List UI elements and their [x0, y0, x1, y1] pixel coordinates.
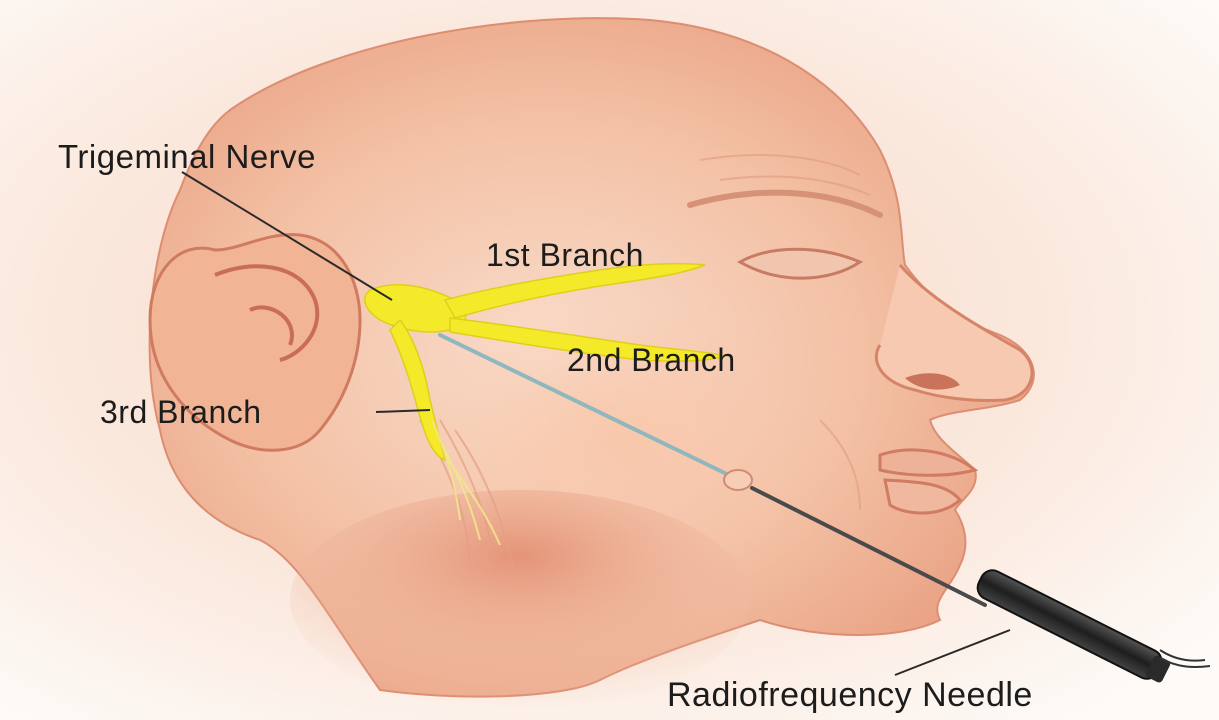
label-trigeminal-nerve: Trigeminal Nerve [58, 140, 316, 173]
label-second-branch: 2nd Branch [567, 344, 736, 376]
label-radiofrequency-needle: Radiofrequency Needle [667, 678, 1033, 712]
needle-entry-point [724, 470, 752, 490]
label-first-branch: 1st Branch [486, 239, 644, 271]
label-third-branch: 3rd Branch [100, 396, 262, 428]
